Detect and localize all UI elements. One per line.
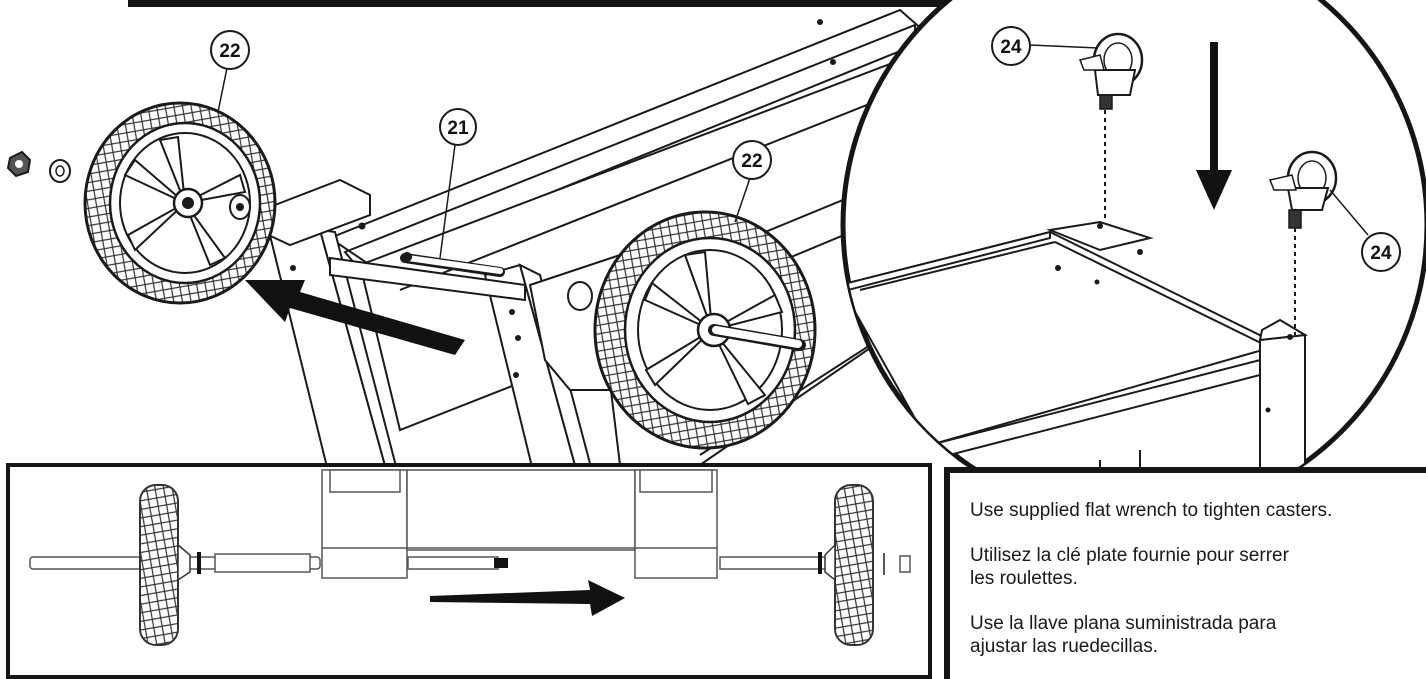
axle-top-view-inset: [6, 463, 932, 679]
wheel-right: [567, 210, 817, 450]
caster-top: [1078, 32, 1144, 110]
callout-label: 24: [1370, 243, 1392, 264]
callout-24-top: 24: [991, 26, 1099, 66]
instruction-spanish: Use la llave plana suministrada para aju…: [970, 613, 1277, 657]
callout-label: 21: [447, 118, 469, 139]
instruction-english: Use supplied flat wrench to tighten cast…: [970, 500, 1333, 521]
direction-arrow-right: [430, 580, 625, 616]
callout-24-right: 24: [1329, 189, 1401, 272]
caster-right: [1268, 150, 1338, 229]
callout-label: 24: [1000, 37, 1022, 58]
callout-label: 22: [219, 41, 240, 62]
detail-zoom-circle: [840, 0, 1426, 520]
washer-icon: [49, 159, 71, 183]
instruction-french: Utilisez la clé plate fournie pour serre…: [970, 545, 1289, 589]
direction-arrow-left: [245, 280, 465, 355]
callout-21: 21: [439, 108, 477, 259]
direction-arrow-down: [1196, 42, 1232, 210]
instruction-box: Use supplied flat wrench to tighten cast…: [944, 467, 1426, 679]
callout-22-right: 22: [732, 140, 772, 223]
nut-icon: [6, 150, 32, 178]
wheel-left: [83, 101, 277, 305]
axle-rod: [400, 252, 505, 277]
callout-label: 22: [741, 151, 762, 172]
top-header-bar: [128, 0, 1290, 7]
callout-22-left: 22: [210, 30, 250, 113]
